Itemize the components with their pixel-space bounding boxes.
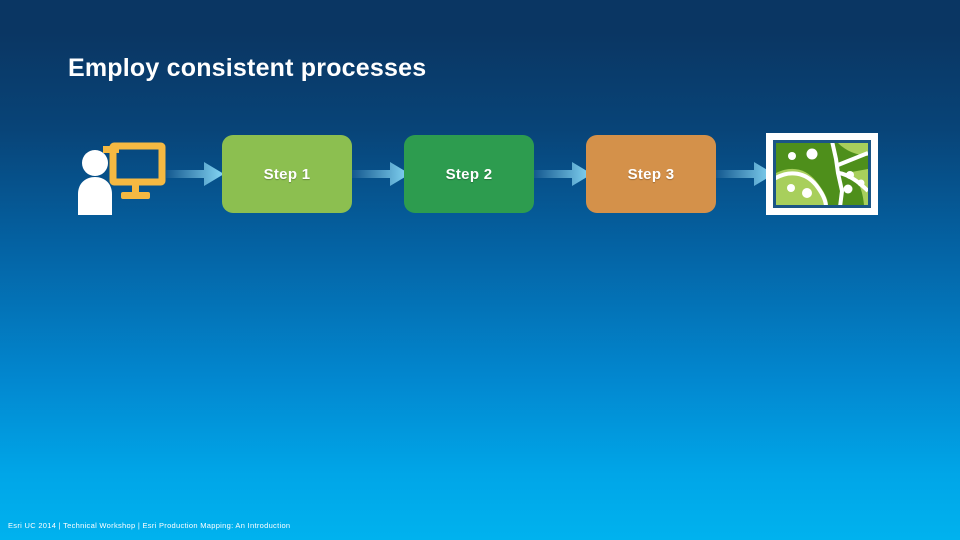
process-step-3-label: Step 3 xyxy=(627,165,675,183)
footer-text: Esri UC 2014 | Technical Workshop | Esri… xyxy=(8,521,291,530)
flow-arrow-icon xyxy=(166,161,224,187)
process-step-3[interactable]: Step 3 xyxy=(586,135,716,213)
flow-arrow-icon xyxy=(534,161,592,187)
process-diagram: Step 1 Step 2 xyxy=(0,131,960,219)
page-title: Employ consistent processes xyxy=(68,54,427,82)
person-at-computer-icon xyxy=(72,137,168,215)
flow-arrow-icon xyxy=(352,161,410,187)
process-step-2[interactable]: Step 2 xyxy=(404,135,534,213)
process-step-1-label: Step 1 xyxy=(263,165,311,183)
map-output-icon xyxy=(766,133,878,215)
flow-arrow-icon xyxy=(716,161,774,187)
process-step-2-label: Step 2 xyxy=(445,165,493,183)
process-step-1[interactable]: Step 1 xyxy=(222,135,352,213)
map-output-inner xyxy=(773,140,871,208)
